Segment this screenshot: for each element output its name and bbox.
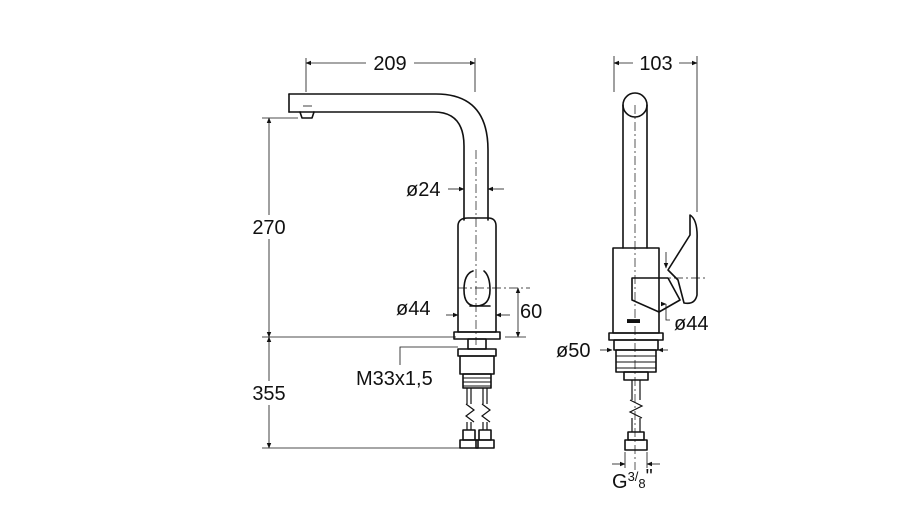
dimension-spout-diameter: ø24 bbox=[406, 179, 504, 201]
front-body bbox=[453, 217, 501, 340]
thread-callout: M33x1,5 bbox=[356, 346, 458, 390]
dimension-label-d50: ø50 bbox=[556, 340, 590, 362]
dimension-60: 60 bbox=[505, 287, 542, 338]
side-body: ▬ bbox=[608, 214, 698, 341]
dimension-body-diameter: ø44 bbox=[396, 298, 510, 320]
side-hose bbox=[624, 380, 648, 451]
dimension-label-209: 209 bbox=[373, 53, 406, 75]
dimension-209: 209 bbox=[305, 52, 476, 92]
dimension-base-diameter: ø50 bbox=[556, 340, 668, 362]
dimension-label-connection: G3/8" bbox=[612, 466, 653, 493]
front-thread bbox=[457, 338, 497, 389]
front-spout bbox=[288, 93, 489, 221]
dimension-label-103: 103 bbox=[639, 53, 672, 75]
dimension-label-d24: ø24 bbox=[406, 179, 440, 201]
front-hoses bbox=[459, 388, 495, 449]
dimension-355: 355 bbox=[246, 336, 460, 449]
dimension-label-d44-side: ø44 bbox=[674, 313, 708, 335]
dimension-270: 270 bbox=[246, 117, 456, 338]
dimension-side-diameter: ø44 bbox=[663, 252, 708, 335]
side-view: ▬ 103 bbox=[556, 52, 708, 493]
dimension-label-60: 60 bbox=[520, 301, 542, 323]
dimension-label-355: 355 bbox=[252, 383, 285, 405]
front-view: 209 270 ø24 ø44 60 bbox=[246, 52, 542, 449]
dimension-label-thread: M33x1,5 bbox=[356, 368, 433, 390]
side-thread bbox=[613, 339, 659, 381]
dimension-label-270: 270 bbox=[252, 217, 285, 239]
side-logo-mark: ▬ bbox=[627, 311, 640, 326]
dimension-103: 103 bbox=[613, 52, 698, 212]
dimension-connection: G3/8" bbox=[612, 452, 660, 493]
dimension-label-d44-front: ø44 bbox=[396, 298, 430, 320]
